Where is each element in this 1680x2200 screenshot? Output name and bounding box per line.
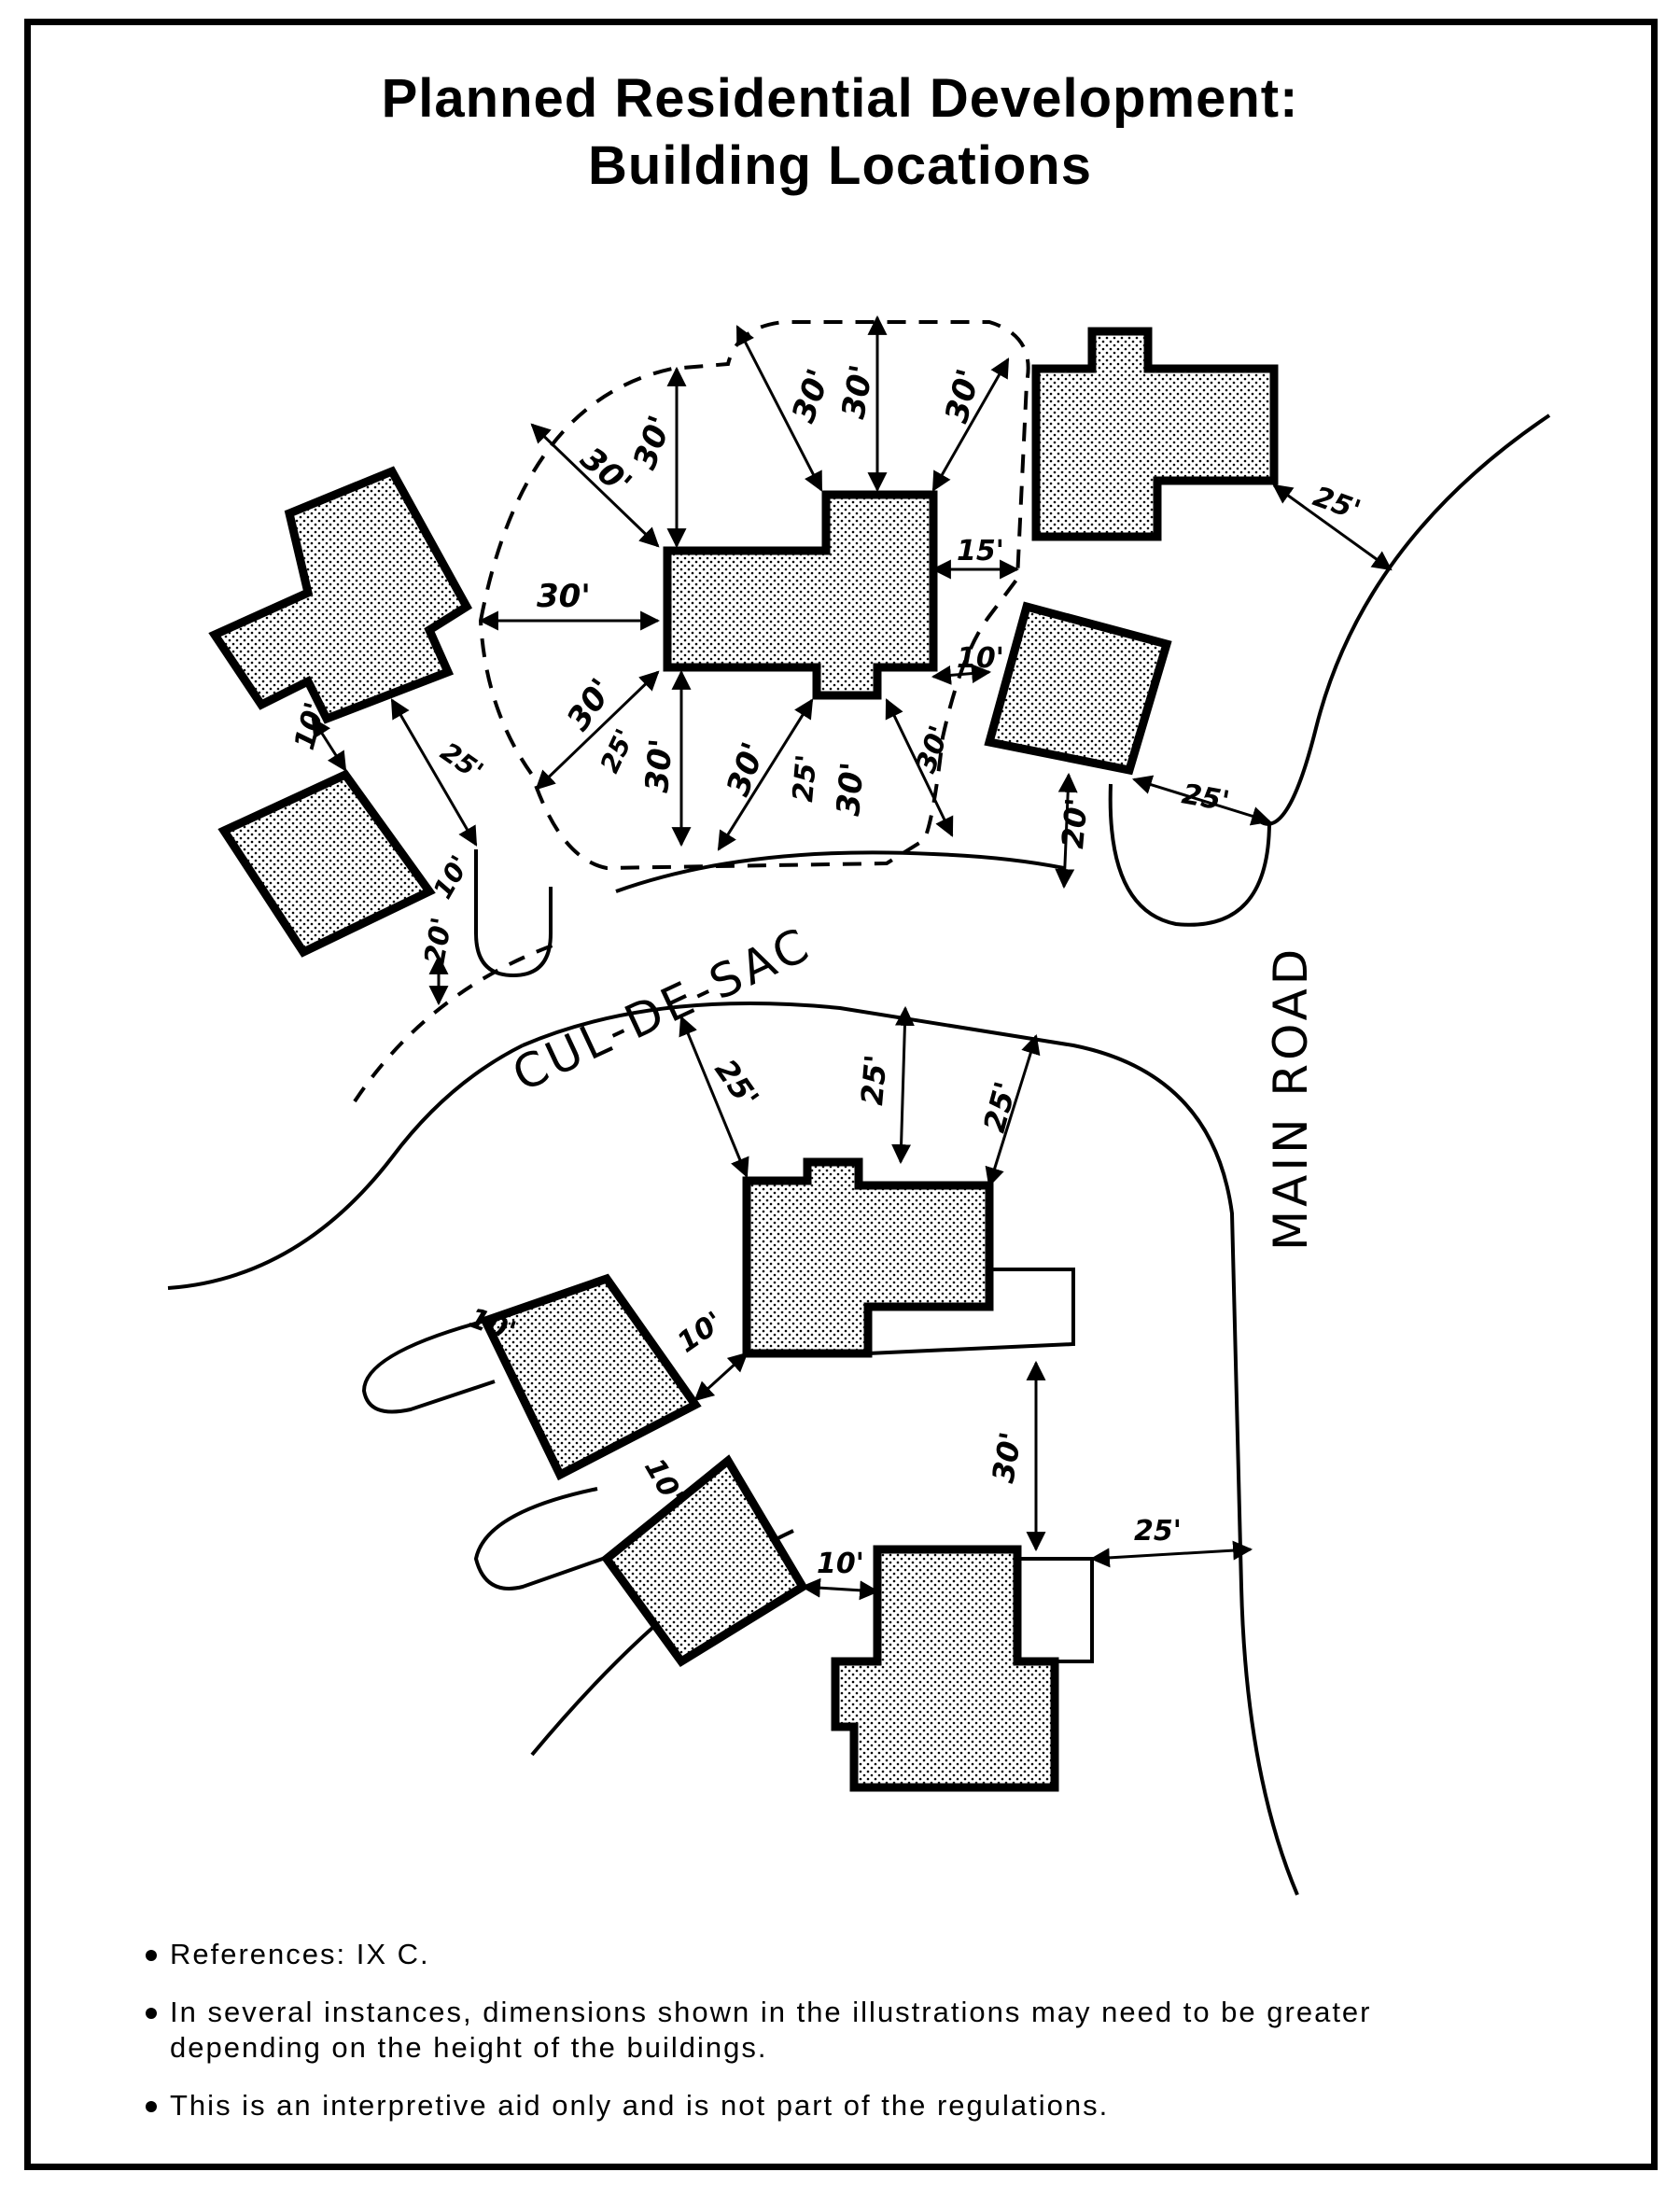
title-line-1: Planned Residential Development: <box>381 68 1299 129</box>
dim-label-25: 25' <box>854 1053 894 1106</box>
dim-label-30: 30' <box>638 737 680 794</box>
dim-label-30: 30' <box>573 440 638 503</box>
building-east <box>984 601 1172 776</box>
building-south-central <box>742 1157 994 1358</box>
building-southwest-a <box>479 1273 702 1481</box>
buildings <box>208 327 1279 1792</box>
dim-label-10: 10' <box>288 699 332 753</box>
cul-de-sac-label: CUL-DE-SAC <box>505 917 820 1102</box>
bullet-icon <box>146 1950 157 1961</box>
dim-label-10: 10' <box>817 1548 864 1580</box>
dim-label-30: 30' <box>985 1429 1029 1485</box>
dim-label-20: 20' <box>1055 796 1095 849</box>
note-item: This is an interpretive aid only and is … <box>140 2088 1447 2123</box>
note-item: In several instances, dimensions shown i… <box>140 1995 1447 2066</box>
dim-label-10: 10' <box>672 1306 730 1360</box>
dim-label-25: 25' <box>435 736 489 787</box>
dim-label-30: 30' <box>938 365 988 427</box>
building-northeast <box>1031 327 1279 541</box>
note-item: References: IX C. <box>140 1937 1447 1972</box>
dim-label-30: 30' <box>834 362 880 422</box>
dim-label-10: 10' <box>427 850 475 904</box>
dim-label-25: 25' <box>1134 1515 1182 1548</box>
cul-de-sac-road <box>167 413 1551 1896</box>
building-center <box>663 490 938 700</box>
dim-label-30: 30' <box>910 722 957 778</box>
dim-label-20: 20' <box>418 915 458 967</box>
note-text: References: IX C. <box>170 1938 430 1970</box>
dim-label-30: 30' <box>720 737 773 801</box>
building-northwest <box>208 466 472 724</box>
title-line-2: Building Locations <box>588 135 1092 196</box>
driveways <box>361 783 1271 1663</box>
note-text: This is an interpretive aid only and is … <box>170 2089 1110 2122</box>
building-southwest-b <box>600 1454 809 1668</box>
bullet-icon <box>146 2008 157 2019</box>
dim-label-25: 25' <box>1180 778 1232 818</box>
dim-label-10: 10' <box>957 642 1004 675</box>
dimension-lines <box>311 315 1393 1601</box>
building-south <box>831 1545 1059 1792</box>
dim-label-25: 25' <box>1309 481 1365 527</box>
building-west <box>217 769 436 958</box>
dim-label-25: 25' <box>787 753 823 804</box>
note-text: In several instances, dimensions shown i… <box>170 1996 1372 2064</box>
dim-label-25: 25' <box>976 1078 1024 1136</box>
setback-envelope <box>478 320 1030 871</box>
site-plan: 30' 30' 30' 30' 30' 30' 15' 10' 30' 25' … <box>167 315 1551 1896</box>
dim-label-30: 30' <box>537 578 591 615</box>
page-border <box>24 19 1658 2170</box>
main-road-label: MAIN ROAD <box>1264 946 1318 1251</box>
bullet-icon <box>146 2101 157 2112</box>
dim-label-15: 15' <box>957 535 1004 568</box>
dim-label-30: 30' <box>830 761 872 818</box>
dim-label-25: 25' <box>594 724 640 778</box>
dim-label-30: 30' <box>626 411 679 474</box>
dim-label-30: 30' <box>785 364 838 427</box>
page-title: Planned Residential Development: Buildin… <box>0 65 1680 200</box>
notes: References: IX C. In several instances, … <box>140 1937 1447 2146</box>
